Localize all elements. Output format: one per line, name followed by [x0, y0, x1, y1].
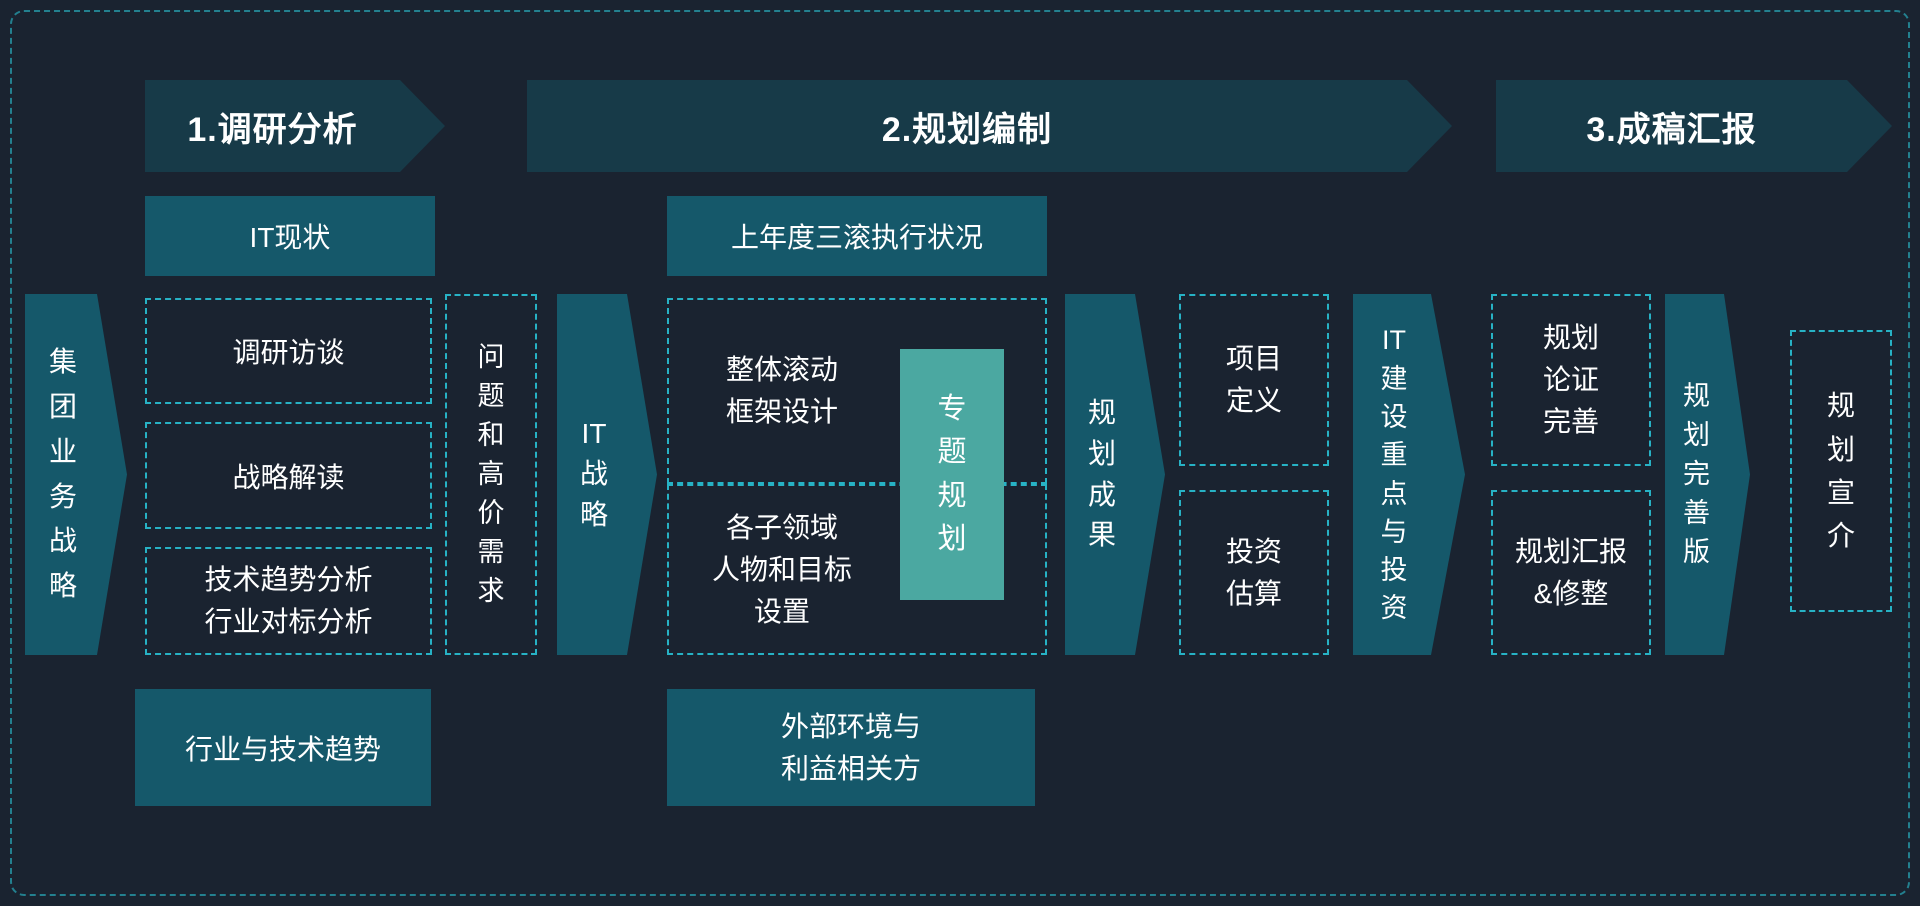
it-focus-investment-label: IT 建 设 重 点 与 投 资: [1380, 325, 1408, 624]
external-environment-box: 外部环境与 利益相关方: [667, 689, 1035, 806]
phase-header-report: 3.成稿汇报: [1496, 80, 1892, 172]
special-topic-planning-box: 专 题 规 划: [900, 349, 1004, 600]
group-business-strategy-label: 集 团 业 务 战 略: [48, 346, 77, 602]
phase-header-research: 1.调研分析: [145, 80, 445, 172]
project-definition-label: 项目 定义: [1225, 343, 1282, 416]
subdomain-goals-box: 各子领域 人物和目标 设置: [667, 484, 1047, 655]
planning-results-label: 规 划 成 果: [1087, 397, 1116, 551]
strategy-interpretation-box: 战略解读: [145, 422, 432, 529]
industry-tech-trend-box: 行业与技术趋势: [135, 689, 431, 806]
external-environment-label: 外部环境与 利益相关方: [780, 710, 921, 784]
it-strategy-label: IT 战 略: [579, 417, 608, 530]
plan-revision-label: 规划汇报 &修整: [1514, 535, 1627, 609]
phase-header-research-label: 1.调研分析: [187, 110, 358, 149]
research-interview-label: 调研访谈: [232, 337, 345, 368]
special-topic-planning-label: 专 题 规 划: [937, 392, 967, 556]
last-year-execution-box: 上年度三滚执行状况: [667, 196, 1047, 276]
plan-revision-box: 规划汇报 &修整: [1491, 490, 1651, 655]
rolling-framework-label: 整体滚动 框架设计: [725, 354, 838, 427]
phase-header-planning: 2.规划编制: [527, 80, 1452, 172]
strategy-interpretation-label: 战略解读: [232, 461, 345, 493]
planning-results-arrow: 规 划 成 果: [1065, 294, 1165, 655]
last-year-execution-label: 上年度三滚执行状况: [730, 222, 983, 253]
it-focus-investment-arrow: IT 建 设 重 点 与 投 资: [1353, 294, 1465, 655]
industry-tech-trend-label: 行业与技术趋势: [184, 733, 381, 765]
investment-estimate-box: 投资 估算: [1179, 490, 1329, 655]
issues-and-needs-box: 问 题 和 高 价 需 求: [445, 294, 537, 655]
final-plan-version-label: 规 划 完 善 版: [1683, 380, 1710, 568]
final-plan-version-arrow: 规 划 完 善 版: [1665, 294, 1750, 655]
subdomain-goals-label: 各子领域 人物和目标 设置: [711, 511, 852, 627]
tech-trend-analysis-box: 技术趋势分析 行业对标分析: [145, 547, 432, 655]
it-status-box: IT现状: [145, 196, 435, 276]
plan-demonstration-box: 规划 论证 完善: [1491, 294, 1651, 466]
phase-header-report-label: 3.成稿汇报: [1586, 110, 1757, 149]
tech-trend-analysis-label: 技术趋势分析 行业对标分析: [204, 564, 373, 637]
phase-header-planning-label: 2.规划编制: [881, 110, 1053, 149]
project-definition-box: 项目 定义: [1179, 294, 1329, 466]
plan-promotion-label: 规 划 宣 介: [1826, 390, 1855, 552]
it-status-label: IT现状: [249, 222, 331, 253]
investment-estimate-label: 投资 估算: [1225, 535, 1282, 609]
it-strategy-arrow: IT 战 略: [557, 294, 657, 655]
plan-demonstration-label: 规划 论证 完善: [1542, 322, 1599, 437]
issues-and-needs-label: 问 题 和 高 价 需 求: [477, 341, 505, 607]
rolling-framework-box: 整体滚动 框架设计: [667, 298, 1047, 484]
group-business-strategy-arrow: 集 团 业 务 战 略: [25, 294, 127, 655]
plan-promotion-box: 规 划 宣 介: [1790, 330, 1892, 612]
research-interview-box: 调研访谈: [145, 298, 432, 404]
